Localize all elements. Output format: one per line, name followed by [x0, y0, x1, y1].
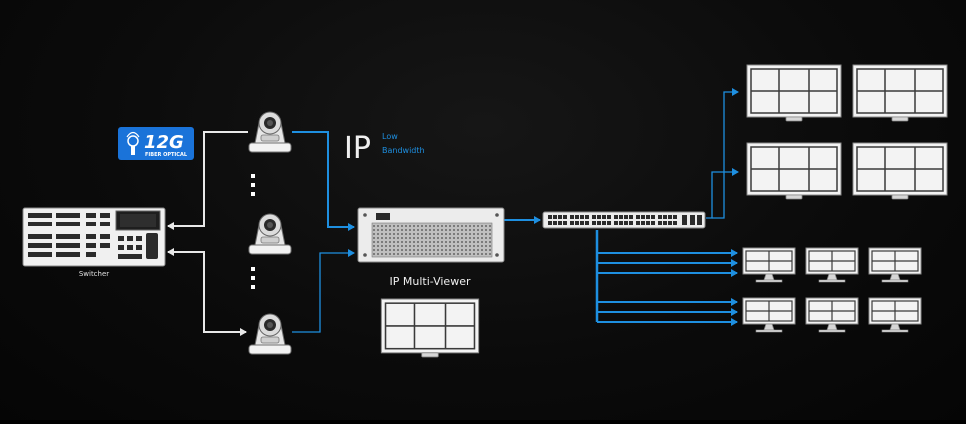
ip-multiviewer: IP Multi-Viewer: [357, 207, 505, 358]
video-wall-icon: [746, 142, 842, 200]
video-wall-mid-right: [852, 142, 948, 200]
video-wall-icon: [852, 142, 948, 200]
ptz-camera-icon: [248, 313, 292, 355]
badge-main-text: 12G: [144, 132, 184, 153]
video-wall-top-right: [852, 64, 948, 122]
switcher-label: Switcher: [79, 270, 109, 278]
monitor-icon: [868, 247, 922, 283]
video-wall-mid-left: [746, 142, 842, 200]
network-switch: [542, 211, 706, 229]
monitor-icon: [742, 297, 796, 333]
ip-low-bandwidth-label: IP Low Bandwidth: [344, 131, 425, 166]
ptz-camera-3: [248, 313, 292, 355]
ip-multiviewer-icon: [357, 207, 505, 263]
ellipsis-dots-2: [251, 267, 255, 289]
video-switcher-icon: [22, 207, 166, 267]
ptz-camera-1: [248, 111, 292, 153]
fiber-12g-badge: 12G FIBER OPTICAL: [118, 127, 194, 160]
multiviewer-label: IP Multi-Viewer: [390, 275, 471, 288]
monitor-icon: [742, 247, 796, 283]
connection-lines: [167, 88, 739, 336]
monitor-icon: [805, 247, 859, 283]
network-switch-icon: [542, 211, 706, 229]
ptz-camera-icon: [248, 111, 292, 153]
ip-text: IP: [344, 131, 371, 166]
monitor-icon: [805, 297, 859, 333]
ptz-camera-2: [248, 213, 292, 255]
video-wall-top-left: [746, 64, 842, 122]
badge-sub-text: FIBER OPTICAL: [145, 152, 188, 158]
ptz-camera-icon: [248, 213, 292, 255]
video-switcher: Switcher: [22, 207, 166, 278]
monitor-row-1: [742, 247, 922, 283]
video-wall-icon: [380, 298, 480, 358]
low-text: Low: [382, 132, 398, 141]
video-wall-icon: [852, 64, 948, 122]
monitor-row-2: [742, 297, 922, 333]
video-wall-icon: [746, 64, 842, 122]
fiber-12g-icon: [126, 131, 140, 155]
bandwidth-text: Bandwidth: [382, 146, 425, 155]
monitor-icon: [868, 297, 922, 333]
ellipsis-dots-1: [251, 174, 255, 196]
